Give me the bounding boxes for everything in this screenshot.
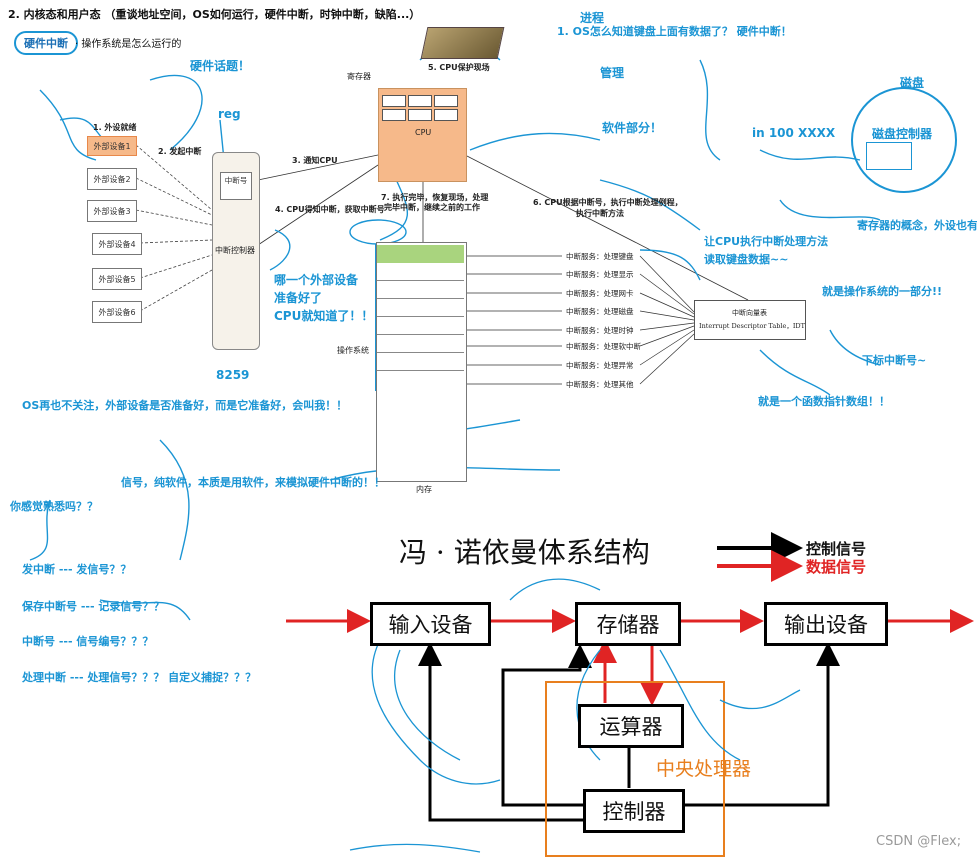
legend-data: 数据信号 (806, 558, 867, 576)
service-clock: 中断服务：处理时钟 (566, 326, 634, 335)
note-disk: 磁盘 (900, 76, 925, 90)
note-process: 进程 (580, 11, 605, 25)
service-display: 中断服务：处理显示 (566, 270, 634, 279)
service-keyboard: 中断服务：处理键盘 (566, 252, 634, 261)
memory-os-highlight (377, 245, 464, 263)
note-hardware-topic: 硬件话题！ (190, 59, 251, 73)
note-handle-interrupt: 处理中断 --- 处理信号？？？ 自定义捕捉？？？ (22, 671, 257, 684)
note-ready: 准备好了 (274, 291, 323, 305)
cpu-register-3 (434, 95, 458, 107)
input-device-box: 输入设备 (370, 602, 491, 646)
cpu-label-orange: 中央处理器 (656, 758, 752, 780)
note-register-concept: 寄存器的概念，外设也有！ (857, 219, 977, 232)
alu-box: 运算器 (578, 704, 684, 748)
device-5: 外部设备5 (92, 268, 142, 290)
register-label: 寄存器 (347, 72, 371, 81)
step-7-line1: 7. 执行完毕，恢复现场，处理 (381, 193, 489, 202)
idt-label: 中断向量表 (732, 309, 767, 317)
note-read-keyboard: 读取键盘数据~~ (704, 253, 789, 266)
note-cpu-knows: CPU就知道了！！ (274, 309, 374, 323)
cpu-register-2 (408, 95, 432, 107)
legend-control: 控制信号 (806, 540, 867, 558)
note-in-xxxx: in 100 XXXX (752, 126, 836, 140)
note-disk-controller: 磁盘控制器 (872, 127, 933, 141)
step-1: 1. 外设就绪 (93, 123, 137, 132)
note-save-interrupt: 保存中断号 --- 记录信号？？ (22, 600, 165, 613)
output-device-box: 输出设备 (764, 602, 888, 646)
idt-full-name: Interrupt Descriptor Table，IDT (699, 322, 805, 330)
service-softirq: 中断服务：处理软中断 (566, 342, 641, 351)
memory-label: 内存 (416, 485, 432, 494)
note-q-keyboard: 1. OS怎么知道键盘上面有数据了？ 硬件中断！ (557, 25, 792, 38)
step-7-line2: 完毕中断，继续之前的工作 (384, 203, 480, 212)
note-interrupt-number: 中断号 --- 信号编号？？？ (22, 635, 154, 648)
note-part-of-os: 就是操作系统的一部分!! (822, 285, 943, 298)
memory-box: 存储器 (575, 602, 681, 646)
note-familiar: 你感觉熟悉吗？？ (10, 500, 98, 513)
device-2: 外部设备2 (87, 168, 137, 190)
page-title: 2. 内核态和用户态 （重谈地址空间，OS如何运行，硬件中断，时钟中断，缺陷..… (8, 8, 421, 21)
device-6: 外部设备6 (92, 301, 142, 323)
service-other: 中断服务：处理其他 (566, 380, 634, 389)
cpu-register-5 (408, 109, 432, 121)
device-3: 外部设备3 (87, 200, 137, 222)
cpu-label: CPU (415, 128, 432, 137)
step-3: 3. 通知CPU (292, 156, 338, 165)
page-subtitle: · 操作系统是怎么运行的 (75, 39, 182, 50)
cpu-register-6 (434, 109, 458, 121)
step-5: 5. CPU保护现场 (428, 63, 490, 72)
note-os-no-care: OS再也不关注，外部设备是否准备好，而是它准备好，会叫我！！ (22, 399, 348, 412)
disk-register-grid (866, 142, 912, 170)
device-1: 外部设备1 (87, 136, 137, 156)
note-which-device: 哪一个外部设备 (274, 273, 359, 287)
service-exception: 中断服务：处理异常 (566, 361, 634, 370)
von-neumann-title: 冯 · 诺依曼体系结构 (399, 536, 650, 569)
note-8259: 8259 (216, 368, 250, 382)
memory-slot-lines (377, 263, 464, 387)
interrupt-number-register: 中断号 (220, 172, 252, 200)
idt-box (694, 300, 806, 340)
device-4: 外部设备4 (92, 233, 142, 255)
interrupt-controller-label: 中断控制器 (215, 246, 255, 255)
watermark: CSDN @Flex; (876, 834, 962, 849)
step-6-line2: 执行中断方法 (576, 209, 624, 218)
note-manage: 管理 (600, 66, 625, 80)
note-func-ptr: 就是一个函数指针数组！！ (758, 395, 890, 408)
note-send-interrupt: 发中断 --- 发信号？？ (22, 563, 132, 576)
os-label: 操作系统 (337, 346, 369, 355)
note-let-cpu: 让CPU执行中断处理方法 (704, 235, 829, 248)
circled-hardware-interrupt: 硬件中断 (14, 31, 78, 55)
service-nic: 中断服务：处理网卡 (566, 289, 634, 298)
note-index: 下标中断号~ (862, 354, 927, 367)
step-2: 2. 发起中断 (158, 147, 202, 156)
controller-box: 控制器 (583, 789, 685, 833)
cpu-register-1 (382, 95, 406, 107)
step-6-line1: 6. CPU根据中断号，执行中断处理例程， (533, 198, 683, 207)
note-reg: reg (218, 107, 241, 121)
cpu-register-4 (382, 109, 406, 121)
service-disk: 中断服务：处理磁盘 (566, 307, 634, 316)
note-signal: 信号，纯软件，本质是用软件，来模拟硬件中断的！！ (121, 476, 385, 489)
step-4: 4. CPU得知中断，获取中断号 (275, 205, 385, 214)
note-software-part: 软件部分！ (602, 121, 663, 135)
